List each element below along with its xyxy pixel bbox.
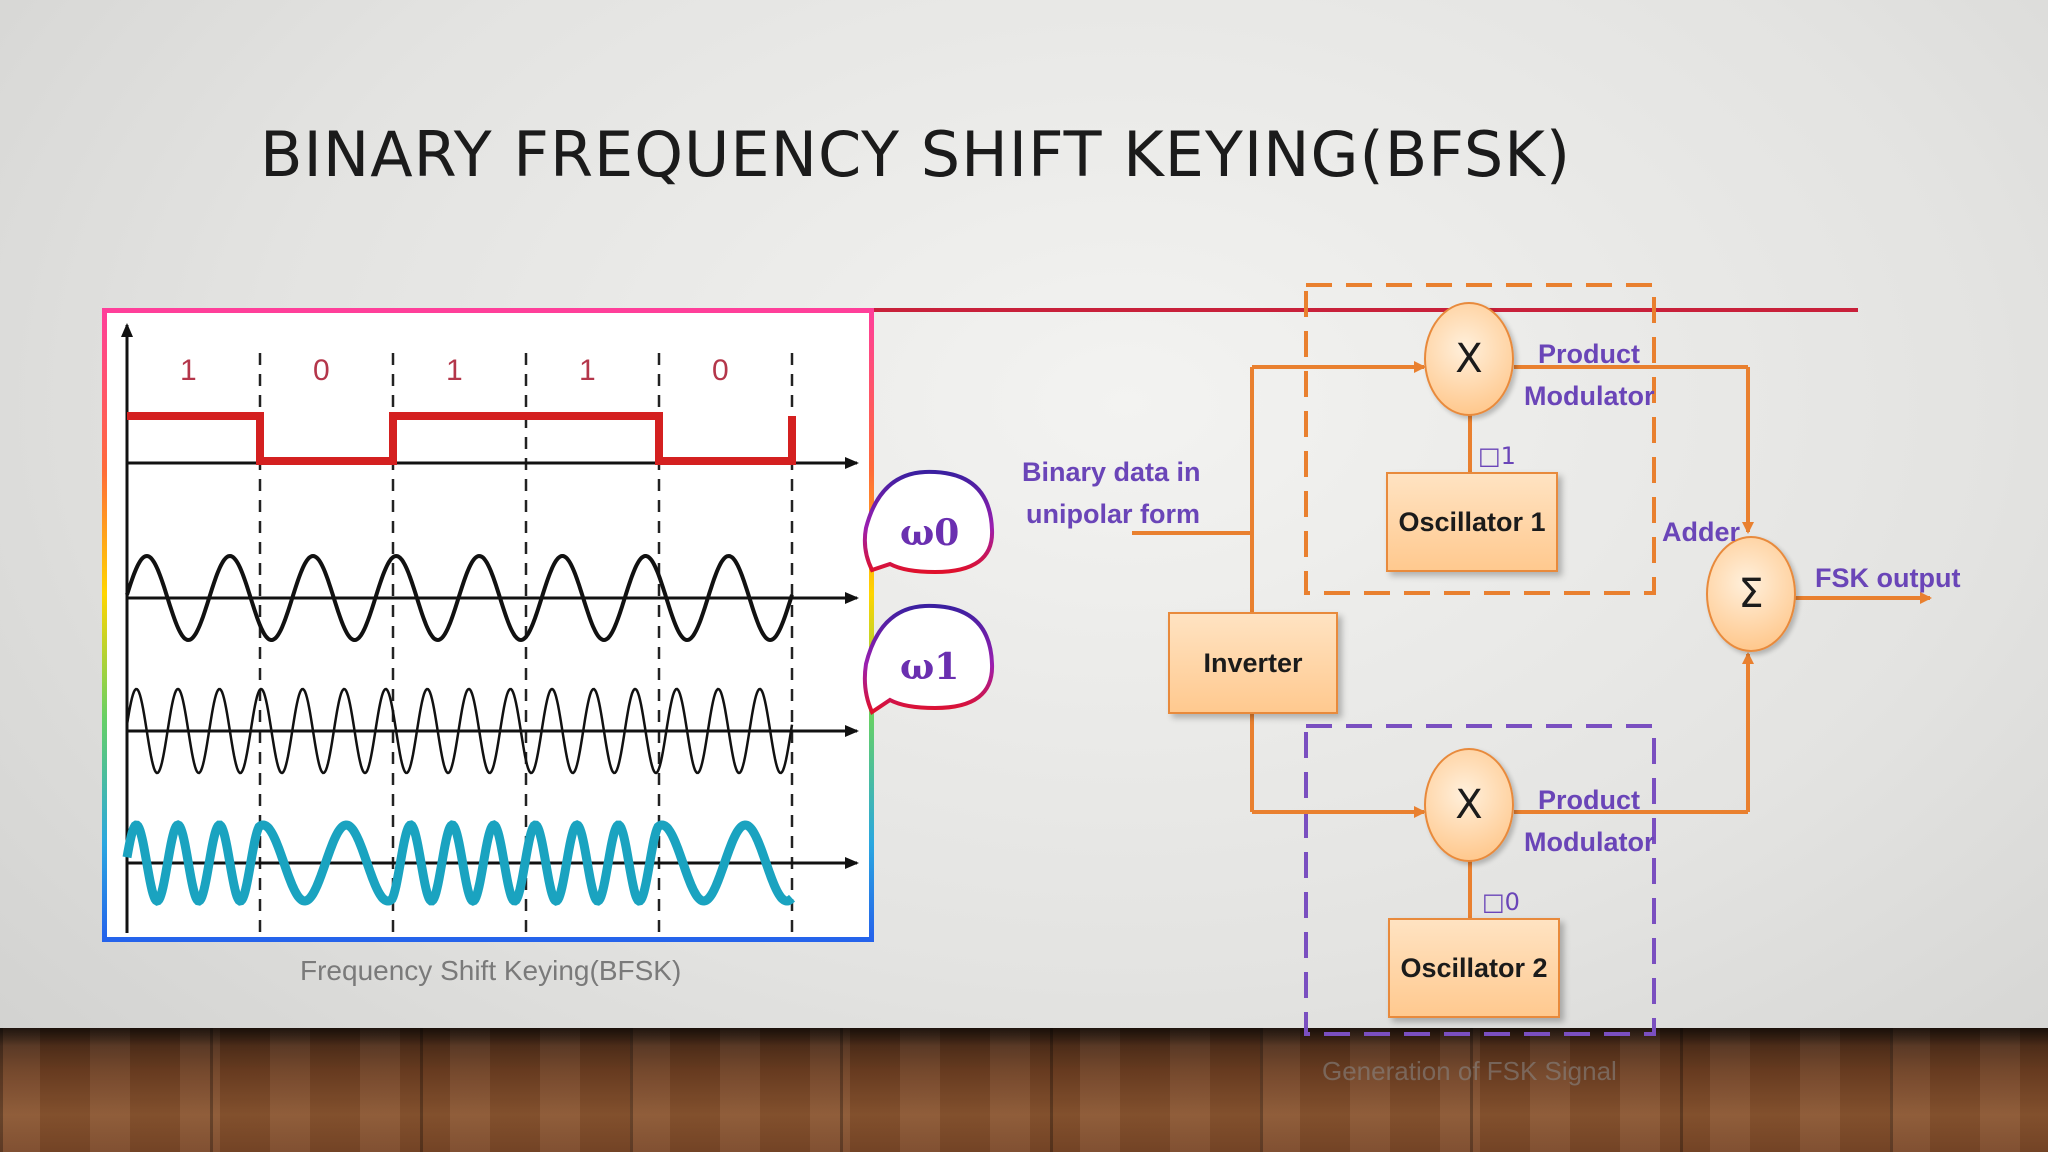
bottom-modulator-dashed-box — [1304, 724, 1656, 1036]
oscillator-2-block: Oscillator 2 — [1388, 918, 1560, 1018]
oscillator-1-frequency: □1 — [1478, 442, 1516, 470]
fsk-output-wave — [122, 820, 796, 906]
top-multiplier-node: X — [1424, 302, 1514, 416]
adder-label: Adder — [1662, 517, 1741, 547]
omega1-label: ω1 — [900, 646, 960, 688]
top-modulator-dashed-box — [1304, 283, 1656, 595]
oscillator-2-frequency: □0 — [1482, 888, 1520, 916]
output-label: FSK output — [1815, 563, 1961, 593]
top-modulator-label-line1: Product — [1538, 339, 1641, 369]
input-label-line2: unipolar form — [1026, 499, 1200, 529]
inverter-block: Inverter — [1168, 612, 1338, 714]
bit-label: 1 — [579, 354, 596, 387]
bit-label: 1 — [446, 354, 463, 387]
bottom-multiplier-node: X — [1424, 748, 1514, 862]
bit-label: 0 — [712, 354, 729, 387]
block-diagram-caption: Generation of FSK Signal — [1322, 1056, 1617, 1086]
bfsk-waveform-figure — [102, 308, 874, 942]
slide-title: BINARY FREQUENCY SHIFT KEYING(BFSK) — [260, 118, 1572, 191]
bubble-omega0 — [862, 469, 995, 575]
omega0-label: ω0 — [900, 512, 960, 554]
bit-label: 1 — [180, 354, 197, 387]
waveform-caption: Frequency Shift Keying(BFSK) — [300, 955, 682, 986]
adder-node: Σ — [1706, 536, 1796, 652]
oscillator-1-block: Oscillator 1 — [1386, 472, 1558, 572]
input-label-line1: Binary data in — [1022, 457, 1201, 487]
wooden-floor — [0, 1028, 2048, 1152]
carrier-omega0-wave — [125, 553, 794, 643]
bottom-modulator-label-line2: Modulator — [1524, 827, 1655, 857]
waveform-plot — [121, 323, 859, 933]
bubble-omega1 — [862, 603, 995, 715]
carrier-omega1-wave — [125, 687, 794, 775]
bottom-modulator-label-line1: Product — [1538, 785, 1641, 815]
top-modulator-label-line2: Modulator — [1524, 381, 1655, 411]
bit-label: 0 — [313, 354, 330, 387]
binary-data-signal — [127, 412, 796, 465]
